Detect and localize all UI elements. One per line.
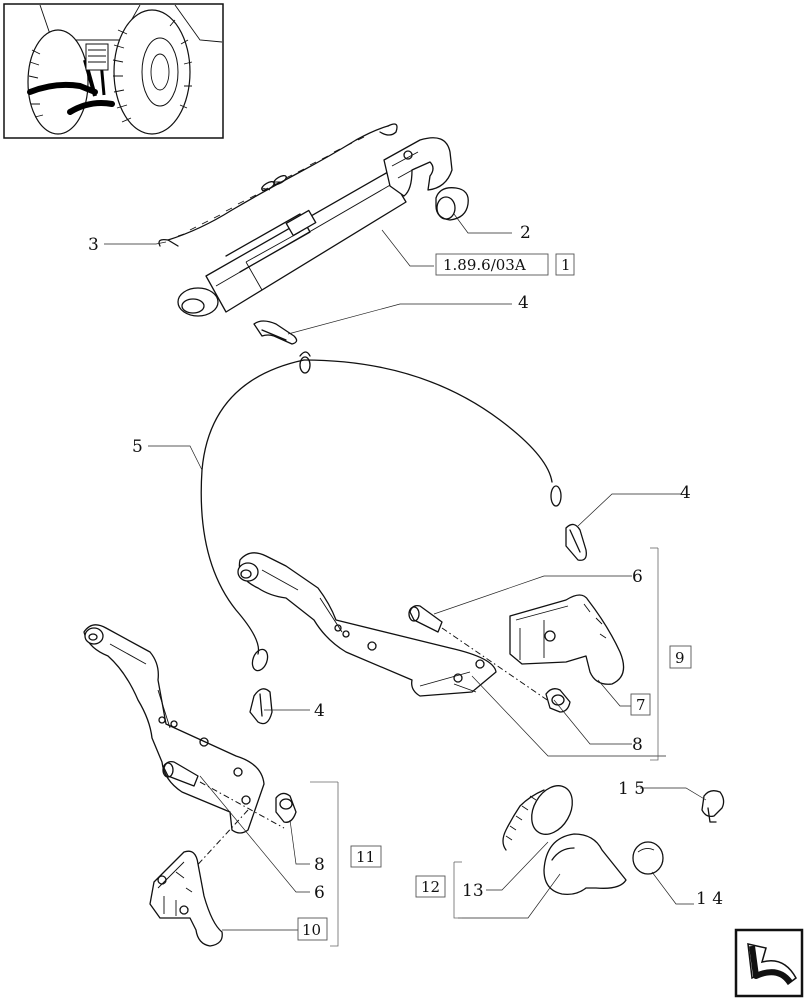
- callout-6: 6: [632, 567, 643, 587]
- part-box-10-label: 10: [302, 921, 321, 939]
- part-box-11-label: 11: [356, 848, 375, 866]
- pin-part-upper: [408, 604, 557, 707]
- top-link-part: [177, 137, 453, 317]
- part-box-12-label: 12: [421, 878, 440, 896]
- ball-joint-part: [502, 785, 627, 896]
- chain-part: [158, 123, 398, 247]
- part-box-1-label: 1: [561, 256, 571, 274]
- next-page-arrow-icon[interactable]: [734, 928, 804, 998]
- lower-link-right: [237, 552, 497, 697]
- part-box-12: [415, 875, 446, 898]
- clip-part-right: [565, 523, 587, 561]
- part-box-10: [297, 917, 328, 941]
- part-box-7: [630, 693, 651, 716]
- callout-4: 4: [680, 483, 691, 503]
- lynch-pin-right: [545, 688, 571, 713]
- ref-code-link[interactable]: 1.89.6/03A: [443, 256, 526, 274]
- ball-part: [632, 841, 664, 875]
- tractor-rear-icon: [3, 3, 224, 139]
- pin-part-15: [701, 790, 725, 823]
- callout-14: 1 4: [696, 889, 723, 909]
- bushing-part: [435, 187, 469, 221]
- part-box-1: [555, 253, 575, 276]
- part-box-9-label: 9: [675, 649, 685, 667]
- callout-8: 8: [314, 855, 325, 875]
- lynch-pin-left: [275, 792, 297, 823]
- callout-15: 1 5: [618, 779, 645, 799]
- callout-8: 8: [632, 735, 643, 755]
- lower-link-left: [83, 624, 265, 834]
- clip-part-lower: [249, 688, 273, 725]
- part-box-9: [669, 645, 692, 669]
- clip-part-top: [253, 320, 298, 345]
- callout-4: 4: [314, 701, 325, 721]
- quick-hook-lower: [149, 850, 223, 947]
- callout-3: 3: [88, 235, 99, 255]
- part-box-11: [350, 845, 382, 868]
- callout-13: 13: [462, 881, 484, 901]
- cable-part: [200, 351, 562, 672]
- part-box-7-label: 7: [636, 696, 646, 714]
- callout-4: 4: [518, 293, 529, 313]
- callout-6: 6: [314, 883, 325, 903]
- quick-hook-part: [509, 594, 625, 685]
- callout-5: 5: [132, 437, 143, 457]
- ref-box[interactable]: [435, 253, 549, 276]
- callout-2: 2: [520, 223, 531, 243]
